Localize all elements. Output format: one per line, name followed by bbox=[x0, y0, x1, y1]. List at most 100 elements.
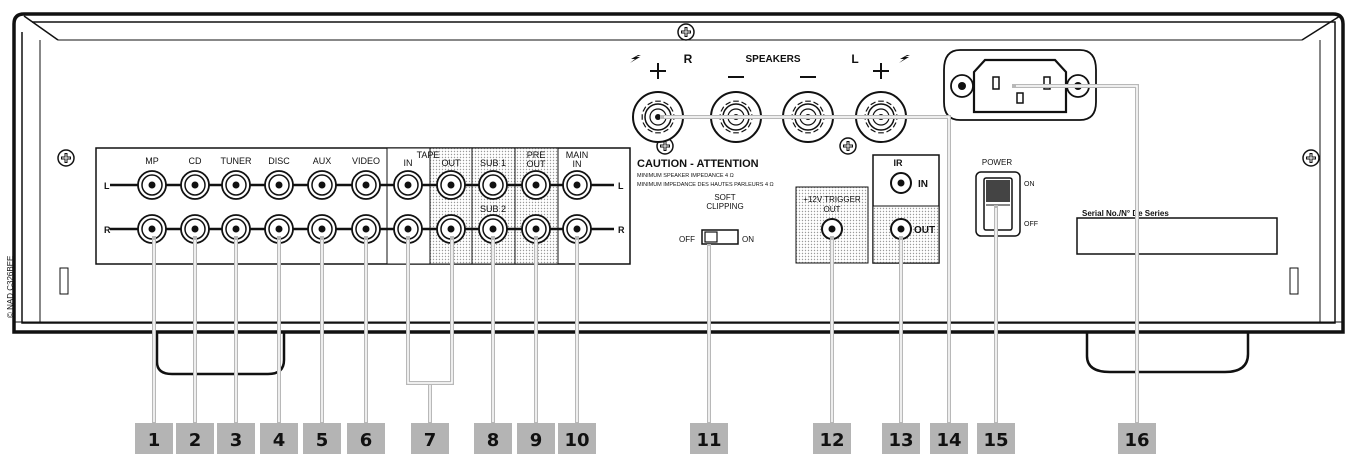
callout-number: 11 bbox=[696, 430, 721, 451]
soft-clipping-label-2: CLIPPING bbox=[706, 202, 743, 211]
callout-box: 15 bbox=[977, 423, 1015, 454]
callout-box: 13 bbox=[882, 423, 920, 454]
callout-box: 12 bbox=[813, 423, 851, 454]
callout-number: 8 bbox=[487, 430, 500, 451]
rca-jack bbox=[351, 170, 381, 200]
rca-jack bbox=[393, 170, 423, 200]
callout-box: 2 bbox=[176, 423, 214, 454]
callout-box: 10 bbox=[558, 423, 596, 454]
rca-jack bbox=[307, 170, 337, 200]
input-label-tuner: TUNER bbox=[221, 156, 252, 166]
rca-jack bbox=[562, 170, 592, 200]
callout-box: 4 bbox=[260, 423, 298, 454]
trigger-label-1: +12V TRIGGER bbox=[803, 195, 861, 204]
soft-clipping-on: ON bbox=[742, 235, 754, 244]
bolt-icon bbox=[630, 55, 641, 63]
power-switch[interactable]: POWER ON OFF bbox=[975, 158, 1038, 237]
right-channel-label-right: R bbox=[618, 225, 625, 235]
rca-jacks bbox=[137, 170, 592, 244]
right-channel-label: R bbox=[104, 225, 111, 235]
speaker-binding-post bbox=[632, 91, 684, 143]
input-label-disc: DISC bbox=[268, 156, 290, 166]
input-label-video: VIDEO bbox=[352, 156, 380, 166]
rca-jack bbox=[393, 214, 423, 244]
screw-icon bbox=[57, 149, 75, 167]
callout-box: 9 bbox=[517, 423, 555, 454]
rca-jack bbox=[436, 170, 466, 200]
callout-number: 15 bbox=[983, 430, 1008, 451]
callout-box: 7 bbox=[411, 423, 449, 454]
callout-number: 7 bbox=[424, 430, 437, 451]
main-in-label-1: MAIN bbox=[566, 150, 589, 160]
caution-title: CAUTION - ATTENTION bbox=[637, 158, 759, 170]
callout-number: 4 bbox=[273, 430, 286, 451]
screw-icon bbox=[1302, 149, 1320, 167]
speaker-section: SPEAKERS R L CAUTION - ATTENTION MINIMUM… bbox=[630, 52, 910, 188]
feet bbox=[155, 332, 1250, 376]
speakers-title: SPEAKERS bbox=[745, 54, 800, 65]
speaker-l-label: L bbox=[851, 52, 858, 66]
input-label-mp: MP bbox=[145, 156, 159, 166]
sub1-label: SUB 1 bbox=[480, 158, 506, 168]
serial-plate: Serial No./N° De Series bbox=[1076, 209, 1278, 255]
rca-jack bbox=[180, 170, 210, 200]
soft-clipping-label-1: SOFT bbox=[714, 193, 735, 202]
callout-number: 2 bbox=[189, 430, 202, 451]
rca-jack bbox=[436, 214, 466, 244]
callout-box: 6 bbox=[347, 423, 385, 454]
soft-clipping-switch[interactable]: SOFT CLIPPING OFF ON bbox=[679, 193, 754, 245]
power-on-label: ON bbox=[1024, 181, 1035, 188]
callout-box: 14 bbox=[930, 423, 968, 454]
pre-out-label-2: OUT bbox=[527, 159, 547, 169]
input-label-aux: AUX bbox=[313, 156, 332, 166]
callout-number: 16 bbox=[1124, 430, 1149, 451]
pre-out-label-1: PRE bbox=[527, 150, 546, 160]
callout-number: 6 bbox=[360, 430, 373, 451]
rca-jack bbox=[521, 170, 551, 200]
callout-number: 10 bbox=[564, 430, 589, 451]
ir-out-label: OUT bbox=[914, 225, 935, 236]
plus-sign-icon bbox=[650, 63, 666, 79]
caution-line-1: MINIMUM SPEAKER IMPEDANCE 4 Ω bbox=[637, 173, 734, 179]
ir-panel: IR IN OUT bbox=[872, 154, 940, 264]
callout-box: 1 bbox=[135, 423, 173, 454]
sub2-label: SUB 2 bbox=[480, 204, 506, 214]
callout-number: 3 bbox=[230, 430, 243, 451]
tape-label: TAPE bbox=[417, 150, 440, 160]
rca-jack bbox=[264, 170, 294, 200]
rca-jack bbox=[137, 170, 167, 200]
rca-jack bbox=[307, 214, 337, 244]
chassis bbox=[12, 12, 1345, 334]
caution-line-2: MINIMUM IMPEDANCE DES HAUTES PARLEURS 4 … bbox=[637, 182, 774, 188]
callout-number: 5 bbox=[316, 430, 329, 451]
rca-jack bbox=[221, 170, 251, 200]
rca-jack bbox=[521, 214, 551, 244]
main-in-label-2: IN bbox=[573, 159, 582, 169]
rca-jack bbox=[478, 214, 508, 244]
left-channel-label-right: L bbox=[618, 181, 624, 191]
power-off-label: OFF bbox=[1024, 221, 1038, 228]
serial-label: Serial No./N° De Series bbox=[1082, 209, 1169, 218]
callout-box: 8 bbox=[474, 423, 512, 454]
screw-icon bbox=[839, 137, 857, 155]
copyright-text: © NAD C326BEE bbox=[6, 256, 15, 318]
speaker-r-label: R bbox=[684, 52, 693, 66]
callout-leaders bbox=[152, 84, 1139, 424]
callout-number: 14 bbox=[936, 430, 961, 451]
input-label-cd: CD bbox=[189, 156, 202, 166]
callout-box: 16 bbox=[1118, 423, 1156, 454]
callout-number: 12 bbox=[819, 430, 844, 451]
ir-label: IR bbox=[894, 158, 904, 168]
bolt-icon bbox=[899, 55, 910, 63]
tape-out-label: OUT bbox=[442, 158, 462, 168]
callout-box: 11 bbox=[690, 423, 728, 454]
callout-number: 1 bbox=[148, 430, 161, 451]
trigger-label-2: OUT bbox=[824, 205, 841, 214]
soft-clipping-off: OFF bbox=[679, 235, 695, 244]
screw-icon bbox=[677, 23, 695, 41]
left-channel-label: L bbox=[104, 181, 110, 191]
plus-sign-icon bbox=[873, 63, 889, 79]
callout-number: 13 bbox=[888, 430, 913, 451]
